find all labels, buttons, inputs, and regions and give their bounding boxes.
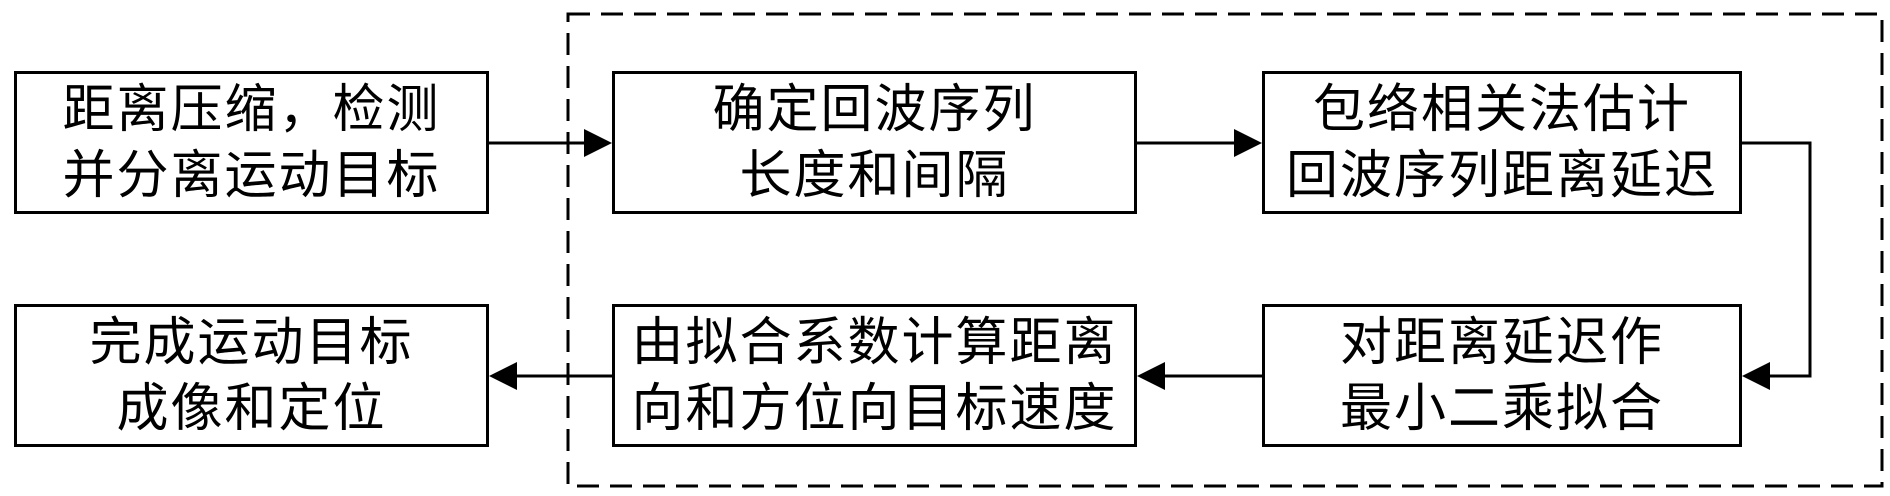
box-envelope-correlation: 包络相关法估计 回波序列距离延迟 <box>1262 71 1742 214</box>
box-compute-velocity: 由拟合系数计算距离 向和方位向目标速度 <box>612 304 1137 447</box>
box-imaging-line2: 成像和定位 <box>116 378 387 439</box>
arrowhead-determine-to-envelope <box>1234 129 1262 157</box>
box-least-squares-fit: 对距离延迟作 最小二乘拟合 <box>1262 304 1742 447</box>
box-determine-line2: 长度和间隔 <box>739 145 1010 206</box>
box-lsfit-line1: 对距离延迟作 <box>1339 312 1664 373</box>
box-velocity-line2: 向和方位向目标速度 <box>631 378 1118 439</box>
arrowhead-detect-to-determine <box>584 129 612 157</box>
box-envelope-line1: 包络相关法估计 <box>1312 79 1691 140</box>
arrow-envelope-to-lsfit <box>1742 141 1812 378</box>
arrowhead-envelope-to-lsfit <box>1742 362 1770 390</box>
arrowhead-velocity-to-imaging <box>489 362 517 390</box>
box-detect-line2: 并分离运动目标 <box>62 145 441 206</box>
box-imaging-positioning: 完成运动目标 成像和定位 <box>14 304 489 447</box>
box-imaging-line1: 完成运动目标 <box>89 312 414 373</box>
box-detect-separate-targets: 距离压缩，检测 并分离运动目标 <box>14 71 489 214</box>
box-envelope-line2: 回波序列距离延迟 <box>1285 145 1718 206</box>
box-determine-line1: 确定回波序列 <box>712 79 1037 140</box>
box-determine-echo-sequence: 确定回波序列 长度和间隔 <box>612 71 1137 214</box>
box-velocity-line1: 由拟合系数计算距离 <box>631 312 1118 373</box>
box-detect-line1: 距离压缩，检测 <box>62 79 441 140</box>
box-lsfit-line2: 最小二乘拟合 <box>1339 378 1664 439</box>
arrowhead-lsfit-to-velocity <box>1137 362 1165 390</box>
dashed-region-border <box>566 12 1884 488</box>
